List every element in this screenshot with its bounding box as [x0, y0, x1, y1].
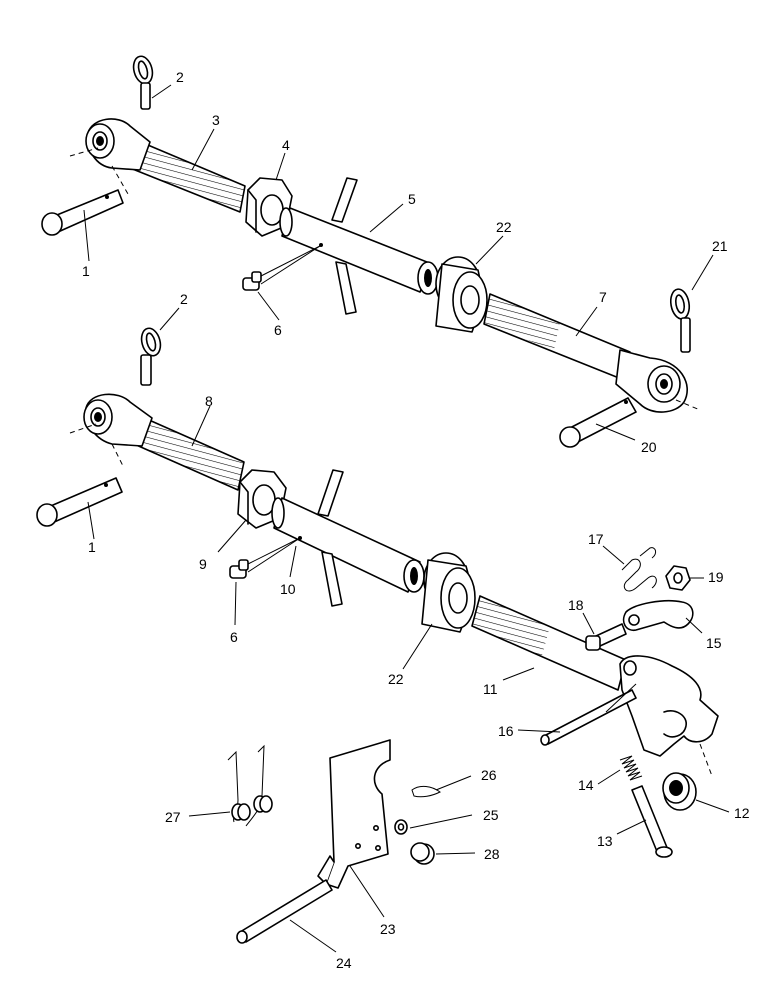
spring-14	[619, 755, 643, 781]
adjuster-tube-10	[271, 469, 425, 607]
cap-28	[410, 842, 435, 865]
clevis-pin-20	[559, 397, 637, 448]
callout-20: 20	[641, 439, 657, 455]
callout-2-lower: 2	[180, 291, 188, 307]
clevis-pin-1-upper	[41, 189, 124, 236]
callout-13: 13	[597, 833, 613, 849]
grease-nipple-6-upper	[242, 245, 321, 291]
callout-9: 9	[199, 556, 207, 572]
callout-28: 28	[484, 846, 500, 862]
bush-12	[662, 772, 697, 811]
callout-22-upper: 22	[496, 219, 512, 235]
bolt-18	[585, 623, 627, 651]
callout-3: 3	[212, 112, 220, 128]
callout-labels: 2 3 4 5 1 6 22 21 7 20 2 8 1 9 10 6 22 1…	[82, 69, 750, 971]
callout-6-upper: 6	[274, 322, 282, 338]
r-clip-26	[411, 785, 441, 798]
callout-22-lower: 22	[388, 671, 404, 687]
callout-8: 8	[205, 393, 213, 409]
callout-11: 11	[483, 681, 498, 697]
spring-clip-17	[621, 547, 657, 592]
bracket-group	[227, 739, 441, 944]
release-rod-16	[540, 683, 637, 746]
callout-27: 27	[165, 809, 181, 825]
link-end-3	[69, 118, 246, 213]
callout-4: 4	[282, 137, 290, 153]
callout-25: 25	[483, 807, 499, 823]
leader-lines	[83, 84, 730, 953]
callout-21: 21	[712, 238, 728, 254]
upper-link-assembly	[41, 55, 701, 448]
clevis-pin-1-lower	[36, 477, 123, 527]
callout-14: 14	[578, 777, 594, 793]
washer-25	[394, 819, 408, 835]
callout-17: 17	[588, 531, 604, 547]
nut-19	[665, 565, 691, 591]
callout-7: 7	[599, 289, 607, 305]
callout-16: 16	[498, 723, 514, 739]
linch-pin-2-lower	[140, 327, 162, 386]
lower-link-assembly	[36, 327, 719, 858]
callout-2-upper: 2	[176, 69, 184, 85]
grease-nipple-6-lower	[229, 537, 301, 579]
link-end-8	[69, 393, 245, 491]
callout-18: 18	[568, 597, 584, 613]
collar-22-lower	[421, 552, 476, 633]
callout-15: 15	[706, 635, 722, 651]
long-pin-24	[236, 879, 333, 944]
link-end-7	[483, 293, 701, 413]
callout-23: 23	[380, 921, 396, 937]
link-end-11	[471, 595, 719, 777]
plunger-13	[631, 785, 673, 858]
linch-pin-21	[669, 288, 691, 353]
linch-pin-2-upper	[132, 55, 154, 110]
callout-5: 5	[408, 191, 416, 207]
collar-22-upper	[435, 256, 488, 333]
latch-lever-15	[622, 599, 694, 632]
callout-1-lower: 1	[88, 539, 96, 555]
callout-24: 24	[336, 955, 352, 971]
callout-26: 26	[481, 767, 497, 783]
spring-pair-27	[227, 744, 273, 827]
callout-10: 10	[280, 581, 296, 597]
callout-12: 12	[734, 805, 750, 821]
callout-6-lower: 6	[230, 629, 238, 645]
bracket-plate-23	[317, 739, 391, 889]
callout-19: 19	[708, 569, 724, 585]
callout-1-upper: 1	[82, 263, 90, 279]
